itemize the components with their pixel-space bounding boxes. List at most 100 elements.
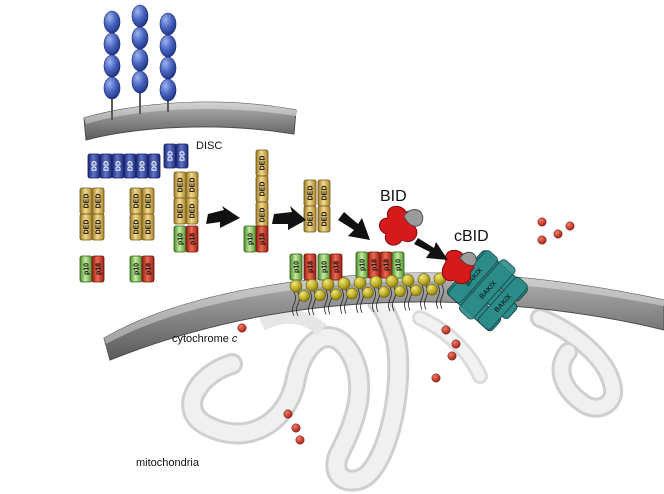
svg-text:DED: DED — [260, 156, 267, 171]
lipid-head — [362, 286, 374, 299]
receptor-bead — [131, 4, 149, 28]
domain-ded: DED — [141, 187, 155, 215]
domain-p10: p10 — [289, 253, 303, 281]
domain-ded: DED — [317, 179, 331, 207]
domain-p18: p18 — [379, 251, 393, 279]
domain-p10: p10 — [173, 225, 187, 253]
cytochrome-c-dot — [431, 373, 441, 383]
svg-text:p18: p18 — [96, 263, 103, 275]
lipid-head — [426, 283, 438, 296]
receptor-bead — [159, 34, 177, 58]
svg-text:DD: DD — [128, 161, 135, 171]
svg-text:p10: p10 — [294, 261, 301, 273]
domain-dd: DD — [135, 153, 149, 179]
lipid-head — [330, 288, 342, 301]
arrow-icon-4 — [414, 238, 448, 260]
domain-p10: p10 — [355, 251, 369, 279]
svg-text:DED: DED — [260, 208, 267, 223]
receptor-bead — [159, 56, 177, 80]
lipid-head — [314, 289, 326, 302]
cytochrome-c-dot — [441, 325, 451, 335]
cytochrome-c-dot — [237, 323, 247, 333]
svg-text:p10: p10 — [134, 263, 141, 275]
svg-text:p10: p10 — [396, 259, 403, 271]
lipid-head — [289, 279, 303, 293]
cbid-protein — [441, 249, 477, 285]
svg-text:p18: p18 — [190, 233, 197, 245]
domain-ded: DED — [141, 213, 155, 241]
lipid-head — [401, 274, 415, 287]
domain-p18: p18 — [329, 253, 343, 281]
cytochrome-c-label-text: cytochrome — [172, 333, 232, 345]
domain-p18: p18 — [303, 253, 317, 281]
domain-ded: DED — [129, 187, 143, 215]
domain-p10: p10 — [129, 255, 143, 283]
cytochrome-c-label-italic: c — [231, 333, 238, 345]
domain-ded: DED — [173, 197, 187, 225]
cytochrome-c-dot — [537, 217, 547, 227]
domain-p18: p18 — [141, 255, 155, 283]
domain-ded: DED — [129, 213, 143, 241]
domain-ded: DED — [317, 205, 331, 233]
receptor-bead — [131, 70, 149, 94]
cytochrome-c-dot — [451, 339, 461, 349]
domain-dd: DD — [111, 153, 125, 179]
disc-label: DISC — [196, 140, 223, 152]
domain-ded: DED — [91, 213, 105, 241]
domain-p18: p18 — [185, 225, 199, 253]
lipid-head — [410, 284, 422, 297]
svg-text:p10: p10 — [360, 259, 367, 271]
lipid-head — [298, 290, 310, 302]
domain-dd: DD — [147, 153, 161, 179]
cytochrome-c-dot — [537, 235, 547, 245]
domain-ded: DED — [185, 171, 199, 199]
svg-text:DD: DD — [104, 161, 111, 171]
svg-text:p10: p10 — [84, 263, 91, 275]
domain-dd: DD — [163, 143, 177, 169]
cbid-label: cBID — [454, 228, 489, 245]
svg-text:DED: DED — [178, 178, 185, 193]
mitochondria-label: mitochondria — [136, 457, 199, 469]
svg-text:p10: p10 — [178, 233, 185, 245]
svg-text:DED: DED — [146, 220, 153, 235]
svg-text:DED: DED — [308, 212, 315, 227]
svg-text:DED: DED — [84, 220, 91, 235]
plasma-membrane — [83, 101, 297, 141]
cytochrome-c-dot — [553, 229, 563, 239]
svg-text:DED: DED — [260, 182, 267, 197]
cytochrome-c-dot — [447, 351, 457, 361]
cytochrome-c-dots — [237, 217, 575, 445]
domain-ded: DED — [255, 201, 269, 229]
receptor-bead — [103, 54, 121, 78]
lipid-head — [346, 287, 358, 300]
bid-protein — [379, 205, 424, 246]
lipid-head — [378, 286, 390, 298]
domain-ded: DED — [255, 175, 269, 203]
domain-dd: DD — [87, 153, 101, 179]
cytochrome-c-dot — [291, 423, 301, 433]
lipid-head — [305, 278, 319, 292]
arrow-icon-1 — [206, 206, 240, 228]
domain-ded: DED — [185, 197, 199, 225]
domain-p18: p18 — [255, 225, 269, 253]
arrow-icon-3 — [338, 212, 370, 240]
domain-p18: p18 — [367, 251, 381, 279]
svg-text:p18: p18 — [146, 263, 153, 275]
bid-label: BID — [380, 188, 407, 205]
svg-text:DED: DED — [84, 194, 91, 209]
domain-dd: DD — [123, 153, 137, 179]
svg-text:DED: DED — [96, 194, 103, 209]
svg-text:p10: p10 — [322, 261, 329, 273]
mitochondria-cristae — [181, 291, 624, 492]
domain-dd: DD — [175, 143, 189, 169]
pathway-arrows — [206, 206, 448, 260]
svg-text:p18: p18 — [260, 233, 267, 245]
receptor-bead — [159, 12, 177, 36]
svg-text:DED: DED — [190, 178, 197, 193]
cytochrome-c-label: cytochrome c — [172, 333, 237, 345]
domain-ded: DED — [303, 205, 317, 233]
receptor-bead — [103, 32, 121, 56]
domain-p10: p10 — [391, 251, 405, 279]
svg-text:p18: p18 — [308, 261, 315, 273]
